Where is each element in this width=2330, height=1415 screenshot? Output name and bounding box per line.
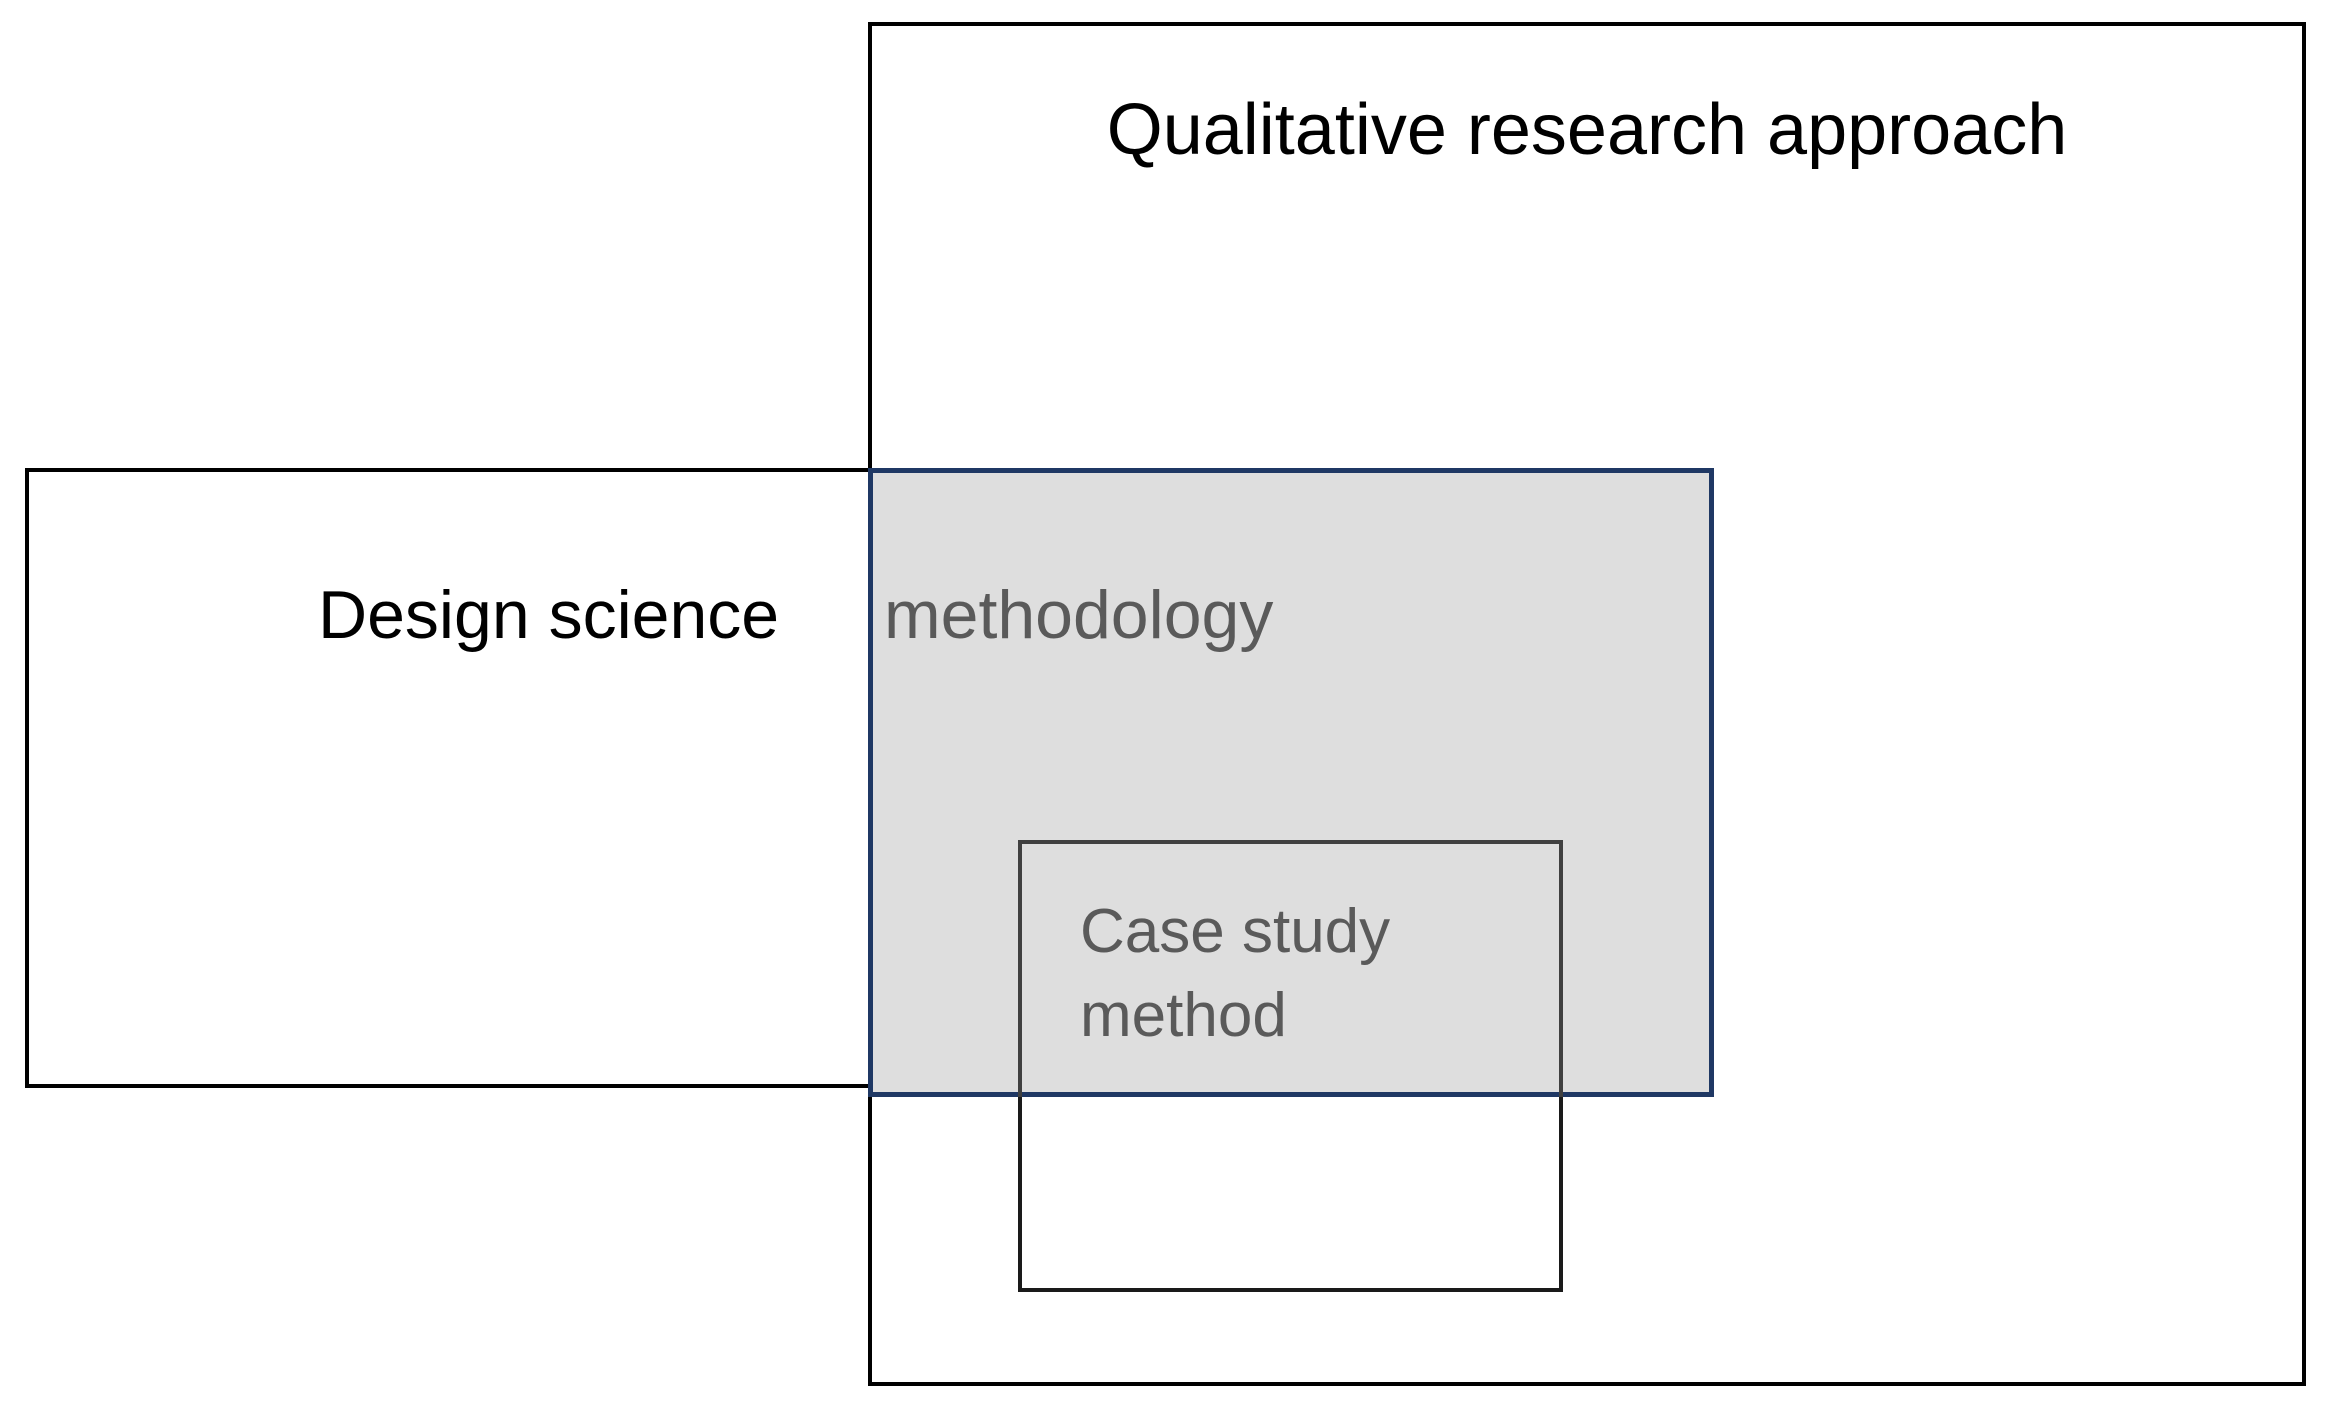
case-study-method-label: Case study method [1080,890,1500,1057]
case-study-method-label-line-2: method [1080,980,1287,1050]
methodology-label: methodology [884,577,1274,653]
design-science-label: Design science [318,577,780,653]
methodology-box [868,468,1714,1097]
case-study-method-label-line-1: Case study [1080,897,1391,966]
case-study-method-box-overflow [1018,1097,1563,1292]
qualitative-research-approach-label: Qualitative research approach [1106,90,2068,170]
